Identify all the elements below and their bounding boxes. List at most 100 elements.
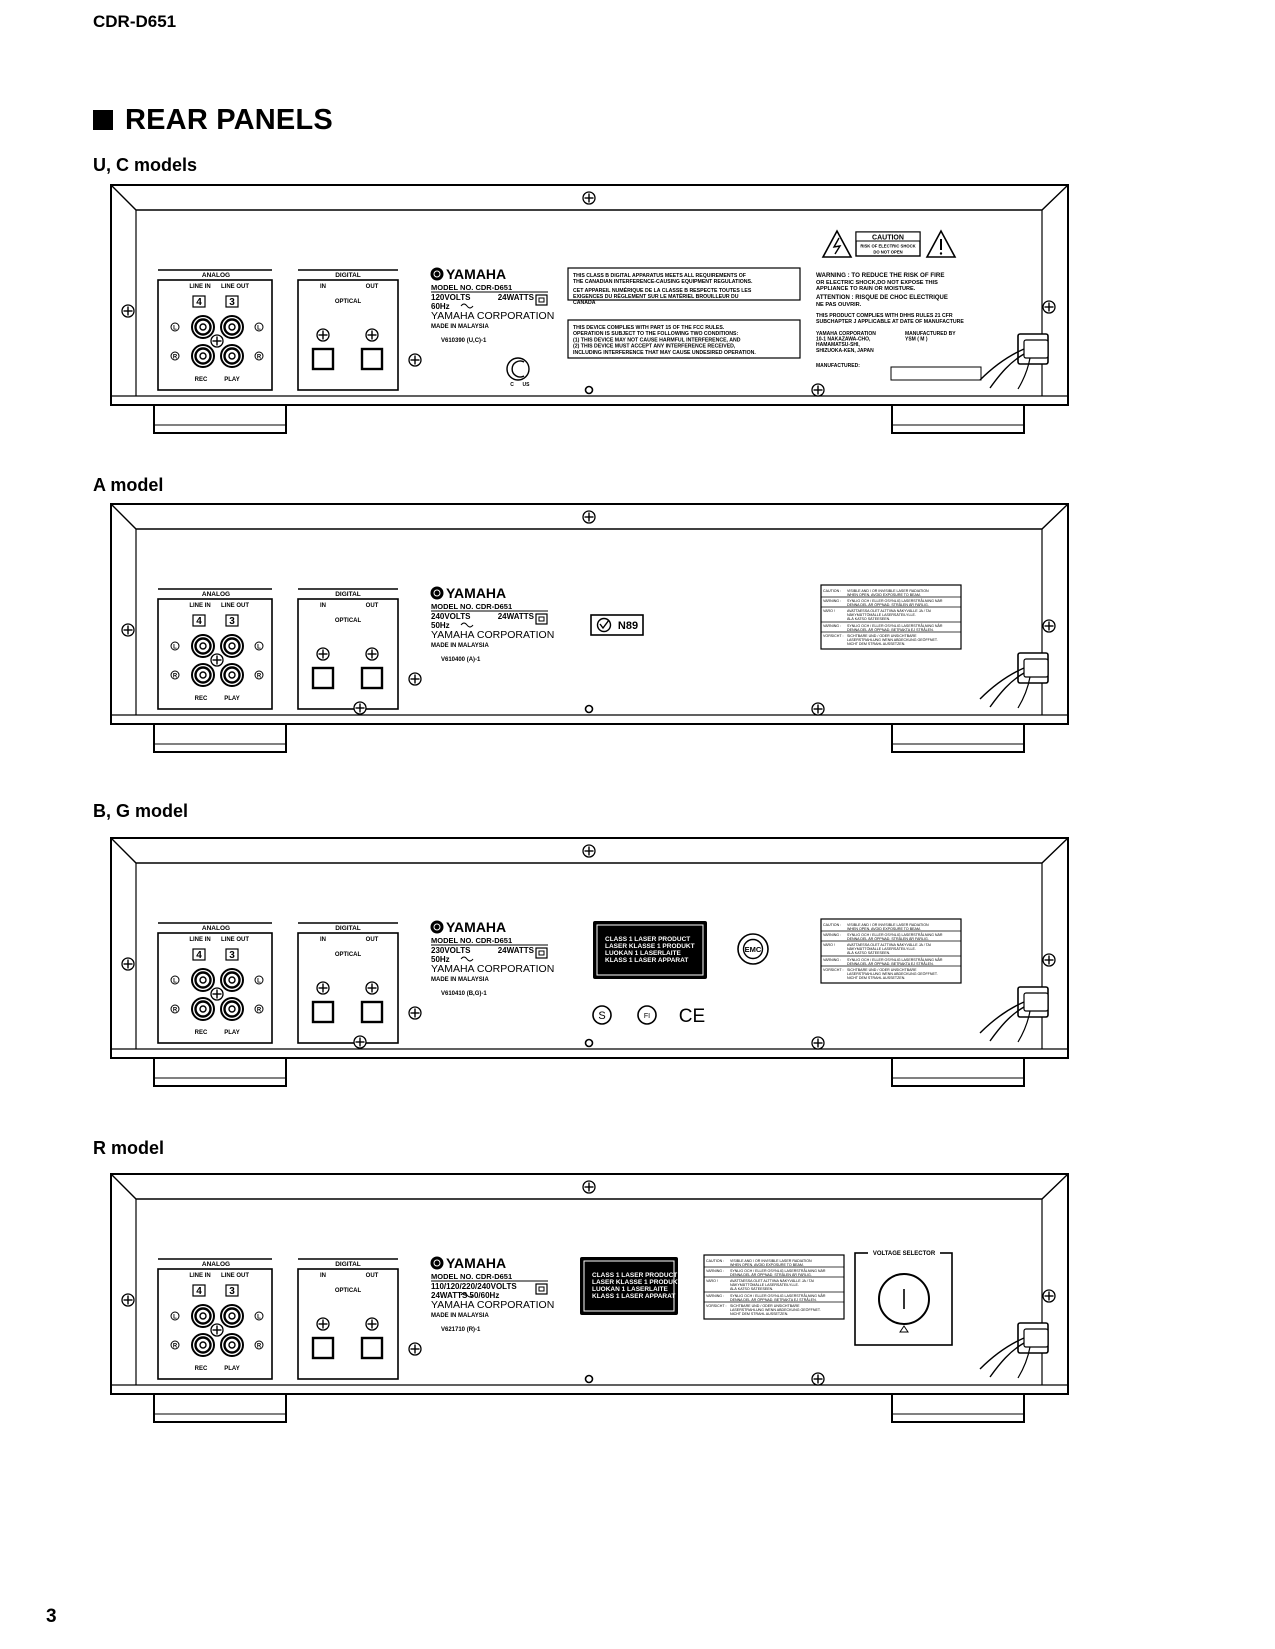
rca-pin [199,323,207,331]
power-cord-1 [979,1337,1025,1370]
laser-line-0: CLASS 1 LASER PRODUCT [605,936,690,943]
square-bullet-icon [93,110,113,130]
jack-4-number: 4 [196,1286,202,1297]
laser-warning-l3-4: NICHT DEM STRAHL AUSSETZEN. [847,642,905,646]
laser-warning-key-3: VARNING : [823,624,841,628]
attention-line-2: NE PAS OUVRIR. [816,302,862,308]
chassis-outline [110,184,1069,406]
label-code: V610390 (U,C)-1 [441,338,487,344]
fcc-line-0: THIS DEVICE COMPLIES WITH PART 15 OF THE… [573,325,725,331]
power-plug [1023,992,1049,1012]
laser-warning-l3-4: NICHT DEM STRAHL AUSSETZEN. [847,976,905,980]
play-label: PLAY [224,1366,239,1372]
shock-warning-icon [821,229,853,258]
line-in-bg [188,936,209,943]
class2-inner-icon [538,297,545,303]
digital-out-label: OUT [366,603,379,609]
canada-compliance-box [567,267,801,301]
s-mark-icon [592,1005,612,1025]
power-cord-1 [979,348,1025,381]
in-bg [316,283,330,290]
s-mark-letter: S [598,1010,605,1022]
power-plug [1023,339,1049,359]
ch-r-right-letter: R [257,1343,262,1349]
caution-title-bar [855,231,921,242]
jack-3-number: 3 [229,1286,235,1297]
ch-l-left-letter: L [173,1314,177,1320]
ac-symbol-icon [460,956,474,962]
dhhs-line-2: SUBCHAPTER J APPLICABLE AT DATE OF MANUF… [816,319,964,325]
power-cord-strain [1017,1010,1031,1043]
laser-warning-l1-4: SICHTBARE UND / ODER UNSICHTBARE [847,634,917,638]
warning-line-2: OR ELECTRIC SHOCK,DO NOT EXPOSE THIS [816,280,938,286]
ch-r-left [170,1004,180,1014]
laser-label-inner [583,1260,675,1312]
digital-in-label: IN [320,937,326,943]
n89-code: N89 [618,620,638,632]
rca-pin [228,1312,236,1320]
power-cord-strain [1017,1346,1031,1379]
line-out-bg [222,936,248,943]
yamaha-logo-inner [433,1259,441,1267]
digital-label: DIGITAL [335,1261,361,1268]
digital-out-label: OUT [366,1273,379,1279]
jack-4-number: 4 [196,616,202,627]
laser-warning-l2-2: NÄKYMÄTTÖMÄLLE LASERSÄTEILYLLE. [847,613,916,617]
ch-l-left-letter: L [173,978,177,984]
ch-l-left [170,1311,180,1321]
fcc-line-3: (2) THIS DEVICE MUST ACCEPT ANY INTERFER… [573,344,736,350]
canada-line-2: CET APPAREIL NUMÉRIQUE DE LA CLASSE B RE… [573,286,752,294]
out-bg [363,283,381,290]
laser-warning-key-2: VARO ! [706,1279,718,1283]
manufactured-date-box [890,366,982,381]
optical-label: OPTICAL [335,299,362,305]
in-bg [316,936,330,943]
line-in-bg [188,602,209,609]
line-out-label: LINE OUT [221,1273,249,1279]
laser-warning-l2-4: LASERSTRAHLUNG WENN ABDECKUNG GEÖFFNET. [847,972,938,976]
class2-inner-icon [538,950,545,956]
caution-sub2: DO NOT OPEN [873,250,902,255]
ground-hole [584,704,594,714]
ch-l-left [170,641,180,651]
power-cord-2 [989,353,1025,389]
variant-label-bg: B, G model [93,801,189,821]
power-cord-strain [1017,357,1031,390]
foot-right [891,404,1025,434]
power-cord-1 [979,1001,1025,1034]
analog-label: ANALOG [202,272,230,279]
fcc-line-1: OPERATION IS SUBJECT TO THE FOLLOWING TW… [573,331,739,337]
optical-in-port [311,1000,335,1024]
line-in-bg [188,1272,209,1279]
voltage-selector-label: VOLTAGE SELECTOR [873,1251,936,1257]
laser-warning-l1-0: VISIBLE AND / OR INVISIBLE LASER RADIATI… [730,1259,812,1263]
rca-pin [228,671,236,679]
yamaha-logo-icon [430,1256,444,1270]
page-number: 3 [46,1606,57,1627]
ch-l-right [254,641,264,651]
analog-box [157,1268,273,1380]
analog-label: ANALOG [202,591,230,598]
ch-r-right-letter: R [257,354,262,360]
laser-warning-l2-3: DENNA DEL ÄR ÖPPNAD. BETRAKTA EJ STRÅLEN… [730,1297,817,1302]
yamaha-brand: YAMAHA [446,919,506,935]
laser-warning-key-1: VARNING : [706,1269,724,1273]
digital-out-label: OUT [366,284,379,290]
laser-warning-l3-2: ÄLÄ KATSO SÄTEESEEN. [847,951,890,955]
digital-in-label: IN [320,603,326,609]
optical-out-port [360,666,384,690]
laser-warning-l2-1: DENNA DEL ÄR ÖPPNAD. STRÅLEN ÄR FARLIG. [847,936,929,941]
rca-pin [228,1341,236,1349]
rec-label: REC [195,1030,208,1036]
csa-arc [511,360,525,378]
top-bevel [110,1173,1069,1200]
model-number: MODEL NO. CDR-D651 [431,283,512,292]
caution-title: CAUTION [872,235,904,242]
laser-warning-key-4: VORSICHT : [823,634,844,638]
class2-inner-icon [538,616,545,622]
line-out-label: LINE OUT [221,937,249,943]
line-in-label: LINE IN [189,937,210,943]
ch-r-left-letter: R [173,1007,178,1013]
caution-sub1: RISK OF ELECTRIC SHOCK [860,244,915,249]
digital-box [297,598,399,710]
